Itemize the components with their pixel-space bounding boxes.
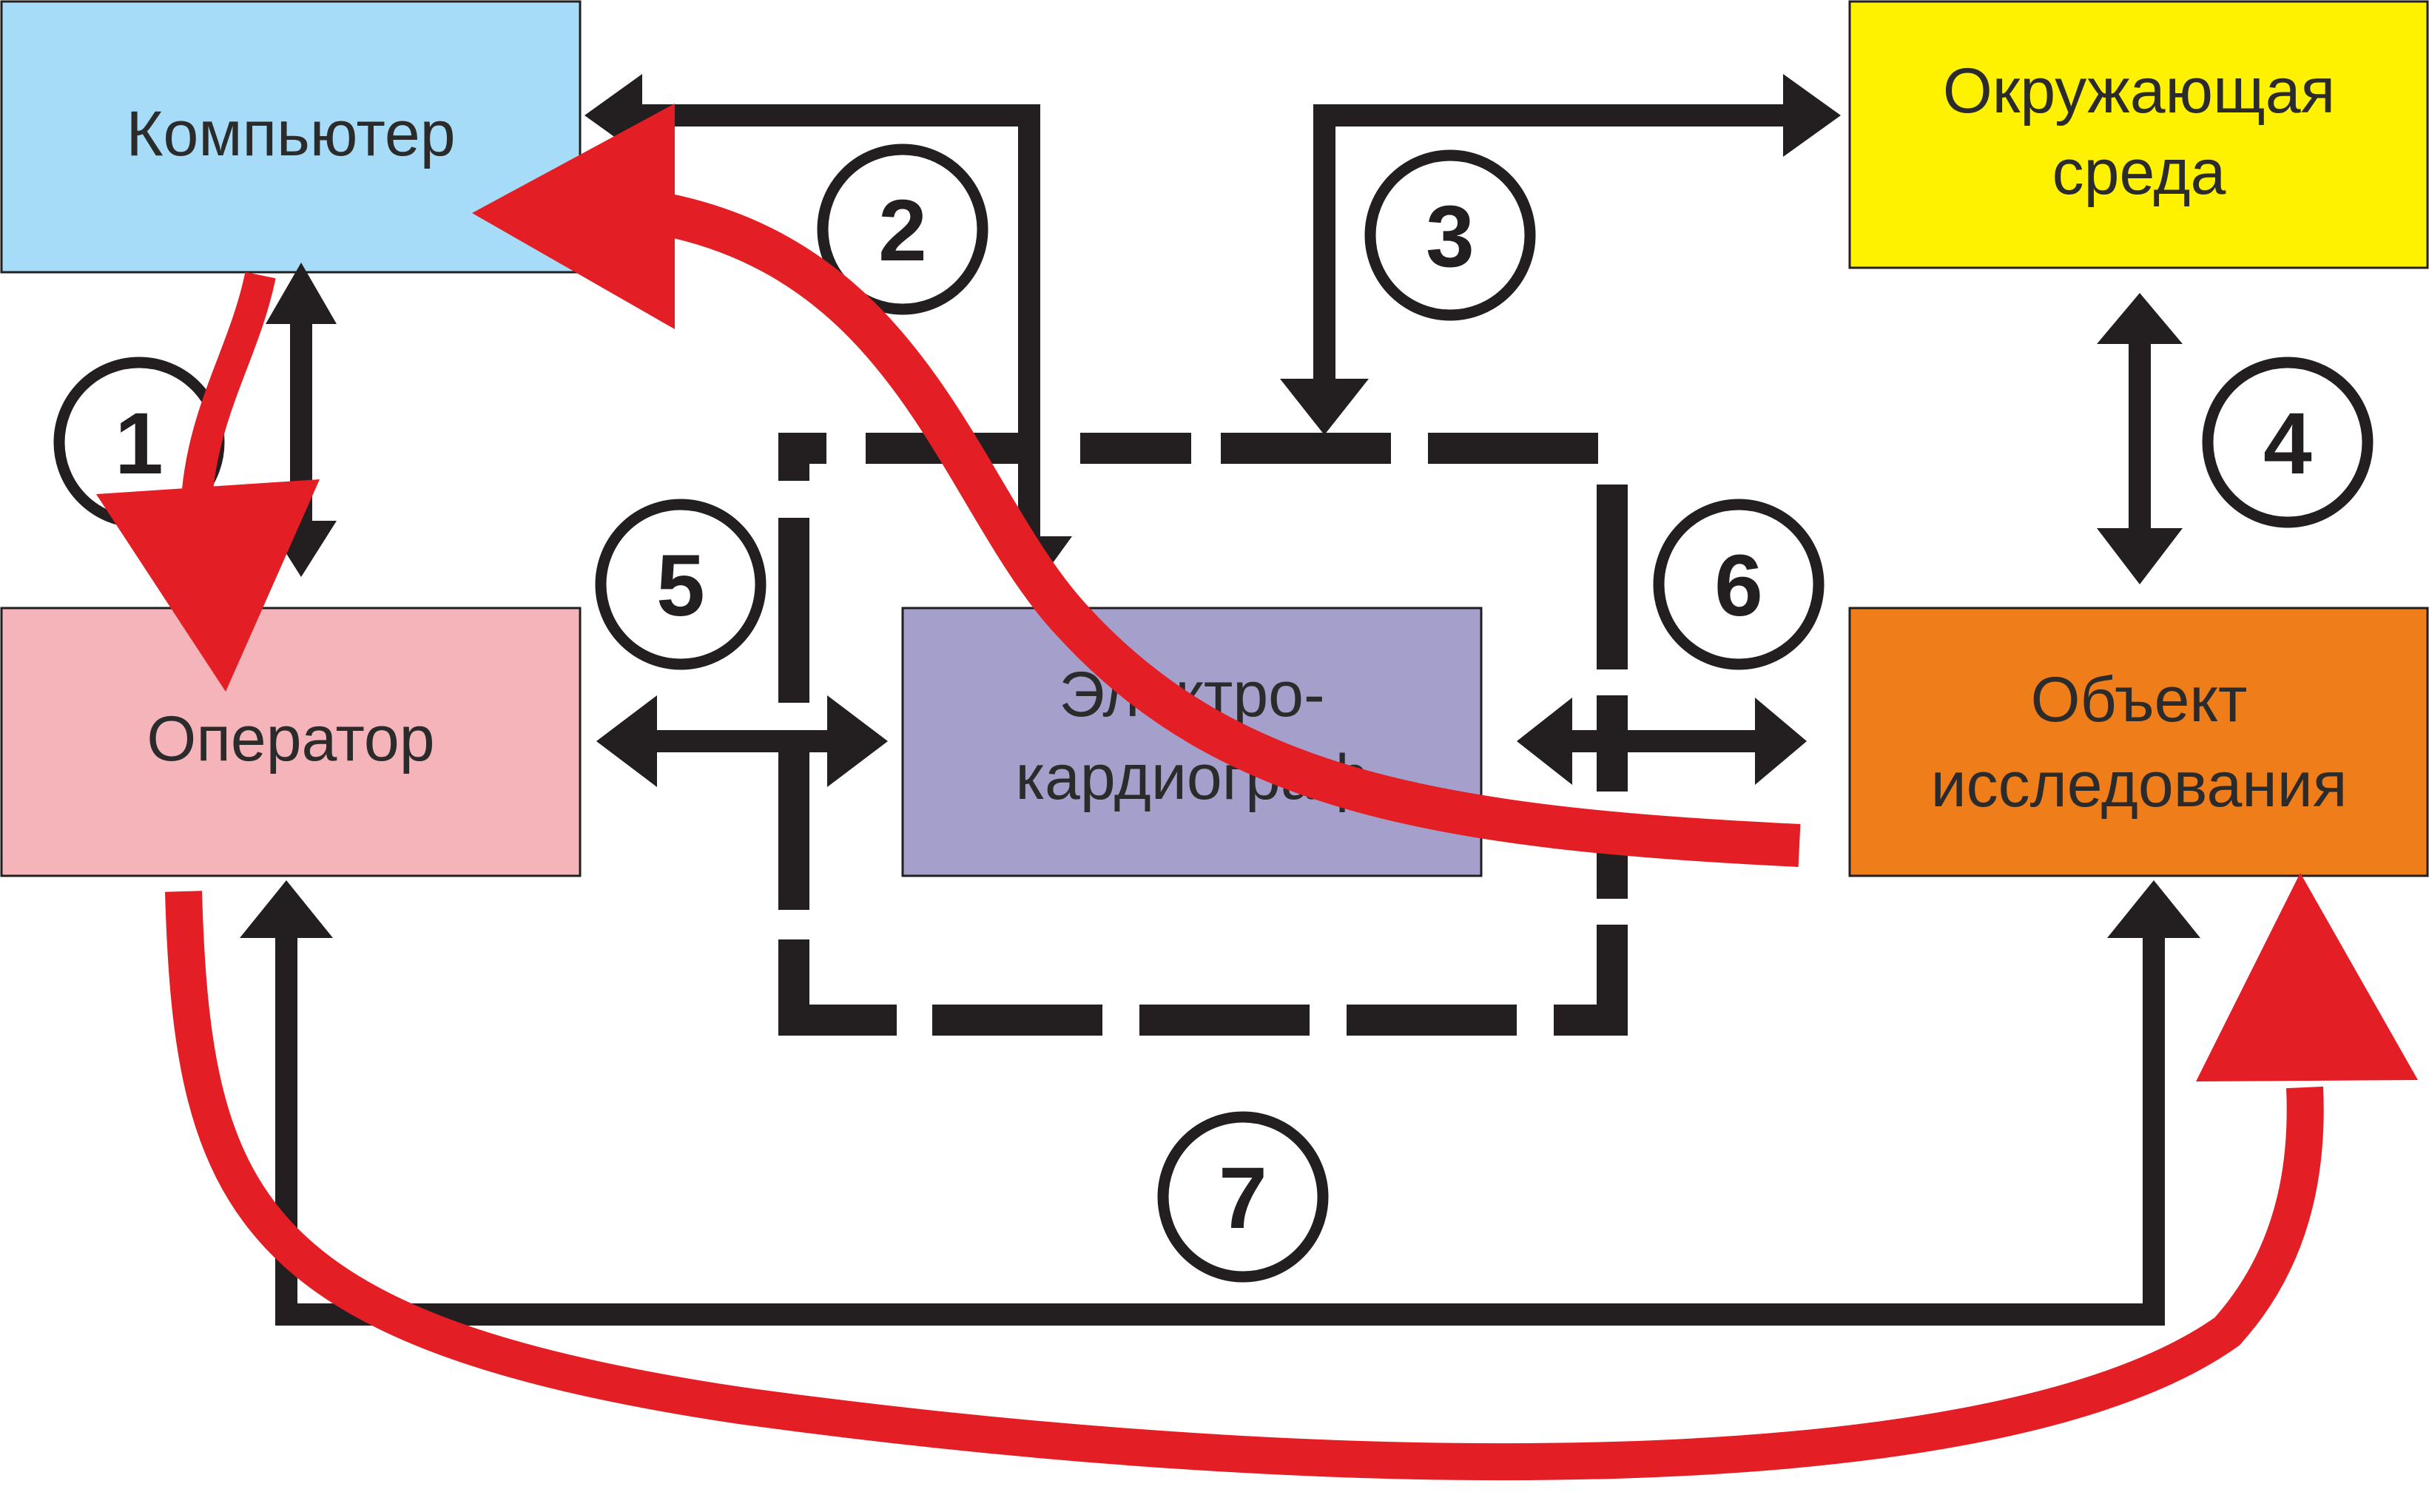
link-2-number: 2 [878,182,927,280]
computer-box[interactable]: Компьютер [0,0,582,274]
environment-label-line1: Окружающая [1943,55,2335,126]
link-6-badge: 6 [1653,499,1825,670]
link-7-badge: 7 [1157,1111,1329,1283]
link-3-badge: 3 [1364,149,1536,321]
computer-label: Компьютер [126,98,455,169]
link-5-arrows [596,695,888,787]
environment-box[interactable]: Окружающая среда [1848,0,2429,269]
link-6-number: 6 [1714,537,1763,635]
environment-label-line2: среда [2052,137,2226,208]
link-5-badge: 5 [595,499,767,670]
flow-computer-to-operator [96,271,320,692]
link-4-badge: 4 [2202,357,2374,528]
object-box[interactable]: Объект исследования [1848,607,2429,877]
operator-box[interactable]: Оператор [0,607,582,877]
link-3-number: 3 [1426,188,1475,286]
flow-operator-to-object [165,873,2418,1481]
link-4-arrows [2097,293,2183,584]
link-1-number: 1 [115,395,164,493]
link-5-number: 5 [656,537,705,635]
link-3-lines [1280,74,1841,435]
object-label-line2: исследования [1931,749,2348,820]
operator-label: Оператор [146,703,434,774]
flow-object-to-computer [472,104,1801,867]
link-6-arrows [1517,698,1807,785]
link-2-badge: 2 [817,144,988,315]
link-7-number: 7 [1219,1150,1267,1247]
object-label-line1: Объект [2031,664,2248,735]
dashed-frame [778,433,1628,1036]
link-4-number: 4 [2263,395,2312,493]
